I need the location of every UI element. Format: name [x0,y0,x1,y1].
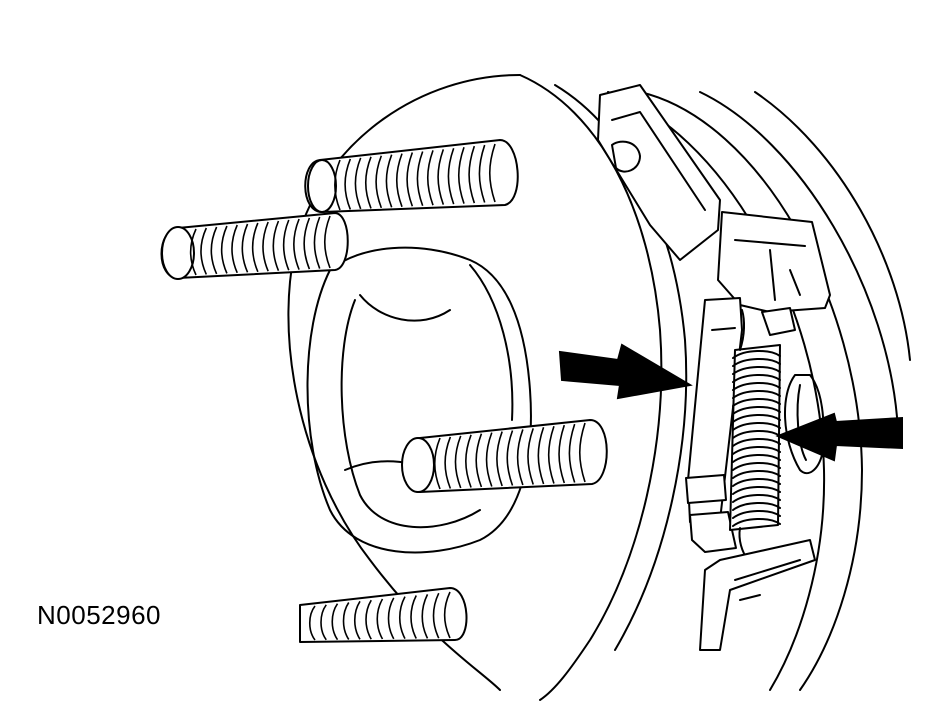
hub-pilot [306,246,532,554]
spring-coils [732,350,781,527]
brake-drum-outline [607,91,911,691]
left-pointer-arrow [558,343,693,400]
wheel-stud [401,419,608,493]
adjuster-lever [597,84,721,261]
wheel-stud [160,212,349,280]
brake-shoe-web [699,374,825,651]
return-spring [729,309,781,561]
figure-reference-code: N0052960 [37,600,161,630]
wheel-stud [304,139,519,213]
right-pointer-arrow [775,412,903,462]
stud-threads [189,143,586,641]
adjuster-strut [685,297,743,553]
brake-shoe-anchor [717,211,831,336]
wheel-stud [299,587,468,643]
